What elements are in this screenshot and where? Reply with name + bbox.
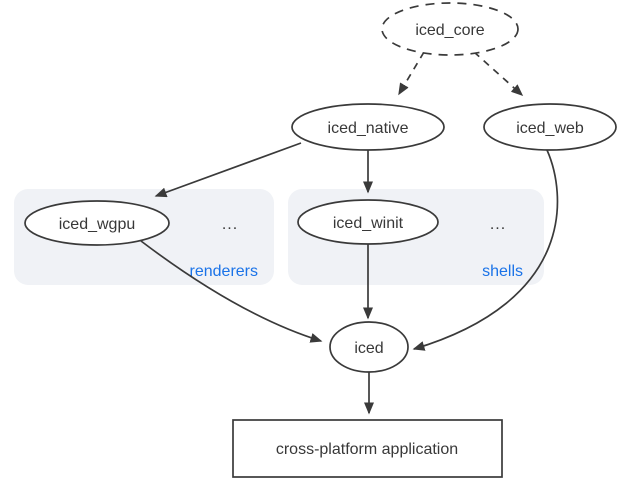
node-iced-wgpu: iced_wgpu	[24, 200, 170, 246]
app-label: cross-platform application	[276, 441, 458, 458]
iced-native-label: iced_native	[328, 120, 409, 137]
edge-native-to-wgpu-arrow	[154, 142, 302, 198]
node-iced: iced	[329, 321, 409, 373]
iced-core-ellipse	[381, 2, 519, 56]
iced-wgpu-ellipse	[24, 200, 170, 246]
iced-ellipse	[329, 321, 409, 373]
app-rectangle	[232, 419, 503, 478]
shells-ellipsis: ...	[490, 216, 506, 233]
iced-wgpu-label: iced_wgpu	[59, 216, 136, 233]
iced-native-ellipse	[291, 103, 445, 151]
edge-web-to-iced-arrow	[412, 149, 559, 351]
shells-group-label: shells	[482, 263, 523, 280]
iced-web-ellipse	[483, 103, 617, 151]
edge-wgpu-to-iced-arrow	[140, 240, 323, 343]
iced-core-label: iced_core	[415, 22, 484, 39]
edge-core-to-web-arrow	[473, 51, 524, 97]
renderers-group-label: renderers	[190, 263, 258, 280]
iced-web-label: iced_web	[516, 120, 584, 137]
iced-label: iced	[354, 340, 383, 357]
node-iced-winit: iced_winit	[297, 199, 439, 245]
iced-winit-ellipse	[297, 199, 439, 245]
node-iced-native: iced_native	[291, 103, 445, 151]
renderers-ellipsis: ...	[222, 216, 238, 233]
node-iced-core: iced_core	[381, 2, 519, 56]
node-iced-web: iced_web	[483, 103, 617, 151]
iced-winit-label: iced_winit	[333, 215, 404, 232]
edge-core-to-native-arrow	[398, 51, 425, 96]
node-cross-platform-application: cross-platform application	[232, 419, 503, 478]
